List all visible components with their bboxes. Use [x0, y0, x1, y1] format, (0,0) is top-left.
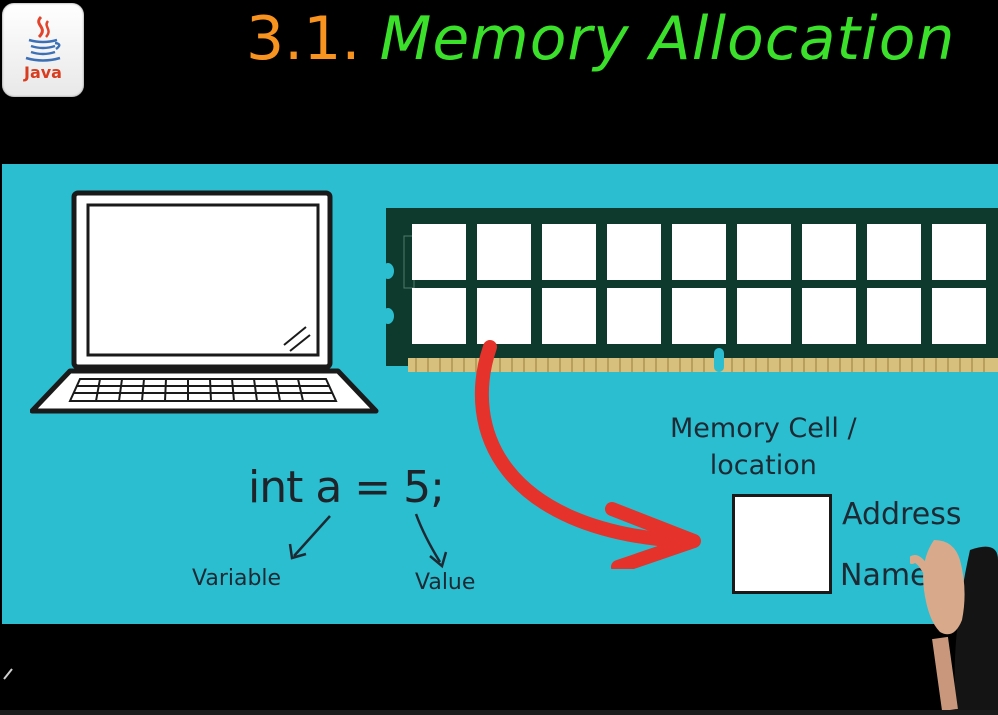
video-bottom-bar	[0, 710, 998, 715]
java-logo-word: Java	[24, 63, 62, 82]
memory-cell-box	[732, 494, 832, 594]
ram-module-illustration	[382, 208, 998, 372]
memory-cell-label-line2: location	[709, 450, 817, 481]
value-label: Value	[415, 570, 476, 595]
slide-panel: int a = 5; Variable Value Memory Cell / …	[2, 164, 998, 624]
laptop-illustration	[30, 190, 379, 414]
slide-title: 3.1. Memory Allocation	[246, 0, 955, 80]
pen-cursor-icon	[3, 668, 13, 680]
title-number: 3.1.	[246, 4, 361, 74]
code-snippet: int a = 5;	[248, 462, 445, 513]
presenter-hand-image	[910, 540, 998, 710]
variable-label: Variable	[192, 566, 282, 591]
address-label: Address	[842, 497, 962, 532]
java-cup-icon	[25, 15, 61, 62]
memory-cell-label: Memory Cell / location	[670, 410, 857, 484]
title-text: Memory Allocation	[379, 4, 956, 74]
memory-cell-label-line1: Memory Cell /	[670, 413, 857, 444]
java-logo: Java	[2, 3, 84, 97]
red-arrow-icon	[474, 340, 701, 569]
annotation-arrows	[288, 513, 448, 569]
name-label: Name	[840, 558, 929, 593]
